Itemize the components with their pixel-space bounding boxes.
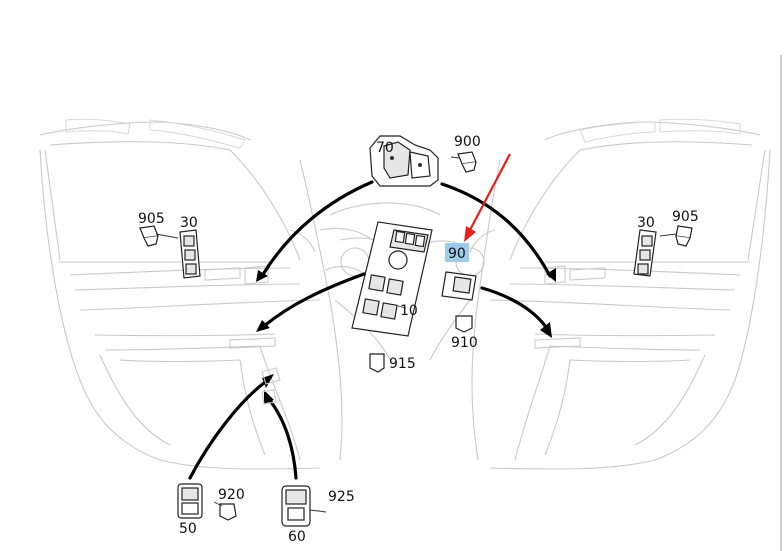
callout-910: 910 <box>451 335 478 351</box>
callout-50: 50 <box>179 521 197 537</box>
switch-50 <box>177 483 203 519</box>
callout-30-right: 30 <box>637 215 655 231</box>
connector-905-right <box>659 225 693 247</box>
callout-905-right: 905 <box>672 209 699 225</box>
switch-90 <box>441 271 477 301</box>
callout-915: 915 <box>389 356 416 372</box>
callout-60: 60 <box>288 529 306 545</box>
window-switch-30-right <box>633 229 657 277</box>
window-switch-30-left <box>179 229 201 279</box>
connector-920 <box>213 501 237 521</box>
callout-90[interactable]: 90 <box>448 246 466 262</box>
callout-30-left: 30 <box>180 215 198 231</box>
connector-900 <box>450 151 477 173</box>
switch-60 <box>281 485 327 527</box>
callout-905-left: 905 <box>138 211 165 227</box>
callout-925: 925 <box>328 489 355 505</box>
callout-90-highlight[interactable] <box>445 243 469 262</box>
right-door-panel <box>469 118 771 470</box>
connector-905-left <box>139 225 179 247</box>
connector-910 <box>455 315 473 333</box>
door-mount-points <box>261 367 281 405</box>
callout-10: 10 <box>400 303 418 319</box>
seat-switch-70 <box>369 135 439 187</box>
red-pointer-arrow <box>464 153 511 242</box>
callout-920: 920 <box>218 487 245 503</box>
assembly-arrows <box>188 180 556 480</box>
connector-915 <box>369 353 385 373</box>
left-door-panel <box>39 118 373 470</box>
window-control-panel-10 <box>351 221 433 337</box>
callout-900: 900 <box>454 134 481 150</box>
callout-70: 70 <box>376 140 394 156</box>
